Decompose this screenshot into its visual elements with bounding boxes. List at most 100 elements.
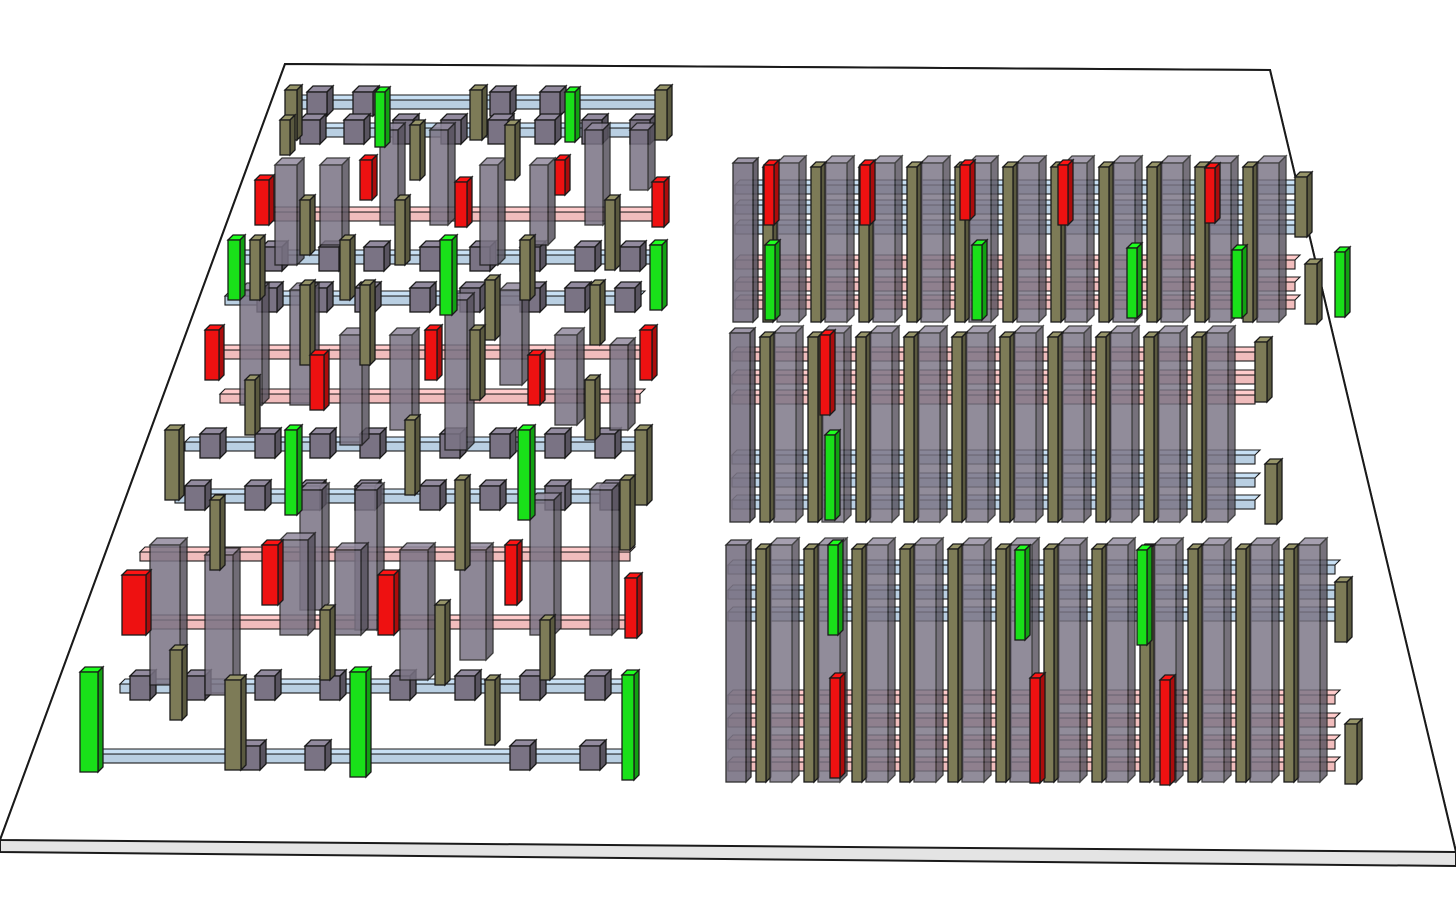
bank-1-olive-7-front [1098,166,1110,323]
bank-1-endcap-top-side [1306,170,1313,239]
bank-3-red-0-side [839,671,846,780]
left-red-bar-9 [638,323,659,382]
bank-1-green-4-side [1344,245,1351,319]
bank-1-red-2-side [969,158,976,222]
left-column-18 [148,536,189,687]
bank-3-endcap-bot-front [1344,723,1358,785]
bank-1-endcap-bot [1303,257,1324,326]
left-olive-bar-13-front [359,284,371,366]
left-olive-bar-18-side [254,373,261,437]
bank-3-green-1-front [1014,549,1026,641]
bank-3-green-0 [826,538,845,637]
bank-2-column-7-front [1109,332,1133,523]
left-olive-bar-7-front [249,239,261,301]
left-red-bar-1-side [371,153,378,202]
bank-3-column-10-front [1249,544,1273,783]
left-red-bar-3-side [564,153,571,197]
bank-2-column-3-front [917,332,941,523]
left-column-6-front [274,164,298,266]
left-olive-bar-25-side [329,603,336,682]
left-cube-0-1-front [352,91,374,117]
left-cube-2-6 [573,239,603,273]
left-olive-bar-3-front [279,119,291,156]
bank-2-column-1-side [843,324,852,524]
left-cube-7-2 [508,738,538,772]
left-column-20-front [279,539,309,636]
left-green-bar-0-side [384,85,391,149]
left-olive-bar-11 [298,193,317,257]
bank-3-red-1 [1028,671,1047,785]
bank-1-endcap-bot-front [1304,263,1318,325]
left-green-bar-7 [78,665,105,774]
bank-1-column-1 [823,154,856,324]
left-red-bar-14-front [624,577,638,639]
left-olive-bar-27-side [181,643,188,722]
bank-1-column-2 [871,154,904,324]
bank-1-red-1 [858,158,877,227]
left-red-bar-5 [203,323,226,382]
left-column-18-front [149,544,181,686]
bank-2-endcap-bot-front [1264,463,1278,525]
left-cube-6-1-front [184,675,206,701]
left-olive-bar-9-side [529,233,536,302]
left-cube-6-7 [583,668,613,702]
left-olive-bar-15-front [589,284,601,346]
left-olive-bar-23 [618,473,637,552]
left-green-bar-6-side [529,423,536,522]
bank-2-column-4-side [987,324,996,524]
bank-1-column-0 [775,154,808,324]
bank-1-column-5-side [1038,154,1047,324]
left-cube-2-2 [362,239,392,273]
left-cube-2-2-front [363,246,385,272]
left-olive-bar-26-side [444,598,451,687]
bank-2-column-4-front [965,332,989,523]
left-olive-bar-22-front [454,479,466,571]
left-cube-0-2-front [489,91,511,117]
left-cube-3-5-side [539,280,547,314]
bank-1-red-0 [762,158,781,227]
bank-2-column-9-side [1227,324,1236,524]
bank-1-olive-3 [905,160,924,324]
bank-3-column-11-side [1319,536,1328,784]
left-olive-bar-7 [248,233,267,302]
left-column-12-front [444,299,468,451]
left-olive-bar-27-front [169,649,183,721]
bank-1-red-1-side [869,158,876,227]
bank-3-column-9-front [1201,544,1225,783]
left-cube-0-3-front [539,91,561,117]
left-green-bar-1 [563,85,582,144]
left-olive-bar-14 [483,273,502,342]
bank-3-green-0-side [837,538,844,637]
left-olive-bar-18-front [244,379,256,436]
bank-3-green-2-side [1146,543,1153,647]
left-olive-bar-15-side [599,278,606,347]
bank-3-column-2 [864,536,897,784]
bank-1-column-3 [919,154,952,324]
left-green-bar-1-side [574,85,581,144]
left-column-21 [333,541,370,637]
left-cube-3-3 [408,280,438,314]
bank-2-column-6 [1060,324,1093,524]
left-olive-bar-1-front [469,89,483,141]
bank-3-red-2-front [1159,679,1171,786]
left-cube-2-7-front [619,246,641,272]
left-column-1 [428,121,457,227]
bank-3-column-10 [1248,536,1281,784]
bank-1-column-6 [1063,154,1096,324]
bank-2-endcap-bot [1263,457,1284,526]
bank-1-green-2 [1125,241,1144,320]
left-cube-1-5-front [534,119,556,145]
left-cube-4-5-front [489,433,511,459]
left-column-7-side [341,156,350,247]
bank-1-olive-9-front [1194,166,1206,323]
left-green-bar-5-side [296,423,303,517]
left-cube-3-0-side [276,280,284,314]
left-green-bar-6-front [517,429,531,521]
left-green-bar-8-front [349,671,367,778]
left-cube-5-1-front [244,485,266,511]
left-olive-bar-17-front [584,379,596,441]
bank-3-column-9-side [1223,536,1232,784]
left-column-6 [273,156,306,267]
bank-2-olive-8-front [1143,336,1155,523]
